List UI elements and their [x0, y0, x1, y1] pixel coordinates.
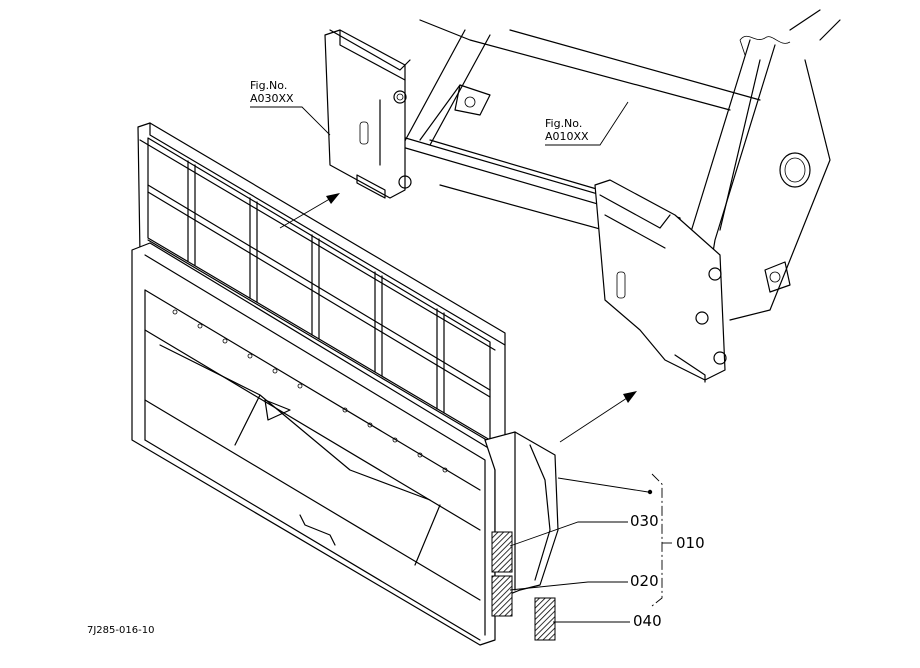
fig-ref-a010-line1: Fig.No.: [545, 117, 583, 130]
callout-040: 040: [633, 612, 662, 630]
assembly-arrow-right: [559, 391, 637, 443]
callout-020: 020: [630, 572, 659, 590]
right-mounting-bracket: [594, 179, 727, 383]
decal-040: [534, 597, 556, 641]
group-bracket-010: [651, 473, 663, 607]
fig-ref-a010: Fig.No. A010XX: [545, 117, 589, 143]
leader-a030: [250, 106, 331, 136]
callout-010: 010: [676, 534, 705, 552]
leader-010: [557, 477, 649, 493]
leader-030: [509, 521, 628, 547]
fig-ref-a010-line2: A010XX: [545, 130, 589, 143]
leader-020: [509, 581, 628, 591]
leader-a010: [545, 101, 629, 146]
decal-020: [491, 575, 513, 617]
assembly-arrow-left: [279, 193, 340, 229]
fig-ref-a030: Fig.No. A030XX: [250, 79, 294, 105]
callout-030: 030: [630, 512, 659, 530]
left-mounting-bracket: [324, 29, 412, 199]
pallet-fork-frame: [131, 122, 559, 646]
decal-030: [491, 531, 513, 573]
fig-ref-a030-line2: A030XX: [250, 92, 294, 105]
fig-ref-a030-line1: Fig.No.: [250, 79, 288, 92]
drawing-code: 7J285-016-10: [87, 625, 155, 636]
